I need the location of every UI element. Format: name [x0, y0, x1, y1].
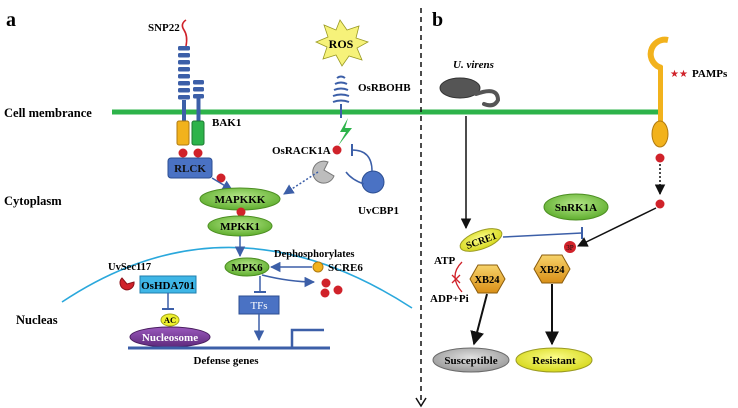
label-cytoplasm: Cytoplasm — [4, 194, 62, 208]
label-mpk6: MPK6 — [231, 262, 263, 274]
bak1-kinase-domain — [191, 120, 205, 146]
ros-signal-bolt-icon — [338, 118, 352, 146]
label-uvcbp1: UvCBP1 — [358, 205, 399, 217]
phospho-icon — [193, 148, 203, 158]
osrbohb-channel-icon — [332, 75, 350, 118]
pamps-receptor-kinase — [651, 120, 669, 148]
label-uvsec117: UvSec117 — [108, 262, 151, 273]
mpk6-ellipse — [224, 257, 270, 277]
phospho-icon — [332, 145, 342, 155]
label-susceptible: Susceptible — [444, 355, 497, 367]
label-snrk1a: SnRK1A — [555, 202, 597, 214]
susceptible-ellipse — [432, 347, 510, 373]
label-adp-pi: ADP+Pi — [430, 293, 469, 305]
label-dephosphorylates: Dephosphorylates — [274, 249, 355, 260]
scre1-ellipse — [459, 228, 503, 252]
blocked-x-icon — [451, 274, 461, 284]
snp22-receptor-ectodomain — [178, 46, 190, 122]
atp-hydrolysis-arc — [454, 261, 463, 293]
uvcbp1-shape — [361, 170, 385, 194]
pamps-receptor-stalk — [658, 66, 663, 124]
snrk1a-ellipse — [543, 193, 609, 221]
arrow-osrack1a-mapkkk — [283, 171, 319, 195]
label-atp: ATP — [434, 255, 455, 267]
snp22-kinase-domain — [176, 120, 190, 146]
phospho-icon — [655, 199, 665, 209]
pamps-receptor-ectodomain — [647, 36, 669, 71]
uvcbp1-inhibition-line — [345, 171, 365, 185]
ac-ellipse — [160, 313, 180, 327]
rlck-box — [167, 157, 213, 179]
label-ac: AC — [164, 315, 176, 325]
label-resistant: Resistant — [532, 355, 576, 367]
arrow-pamps-xb24 — [577, 207, 657, 247]
arrow-xb24-susceptible — [470, 293, 488, 346]
panel-label-a: a — [6, 9, 16, 31]
scre6-dot — [312, 261, 324, 273]
phospho-icon — [321, 278, 331, 288]
label-xb24-right: XB24 — [539, 265, 565, 276]
pamps-star-icon: ★★ — [670, 69, 688, 80]
phospho-3p-icon — [564, 241, 576, 253]
phospho-icon — [320, 288, 330, 298]
label-pamps: PAMPs — [692, 68, 728, 80]
inhibit-scre1-xb24 — [502, 232, 583, 238]
label-bak1: BAK1 — [212, 117, 241, 129]
xb24-left-hexagon — [469, 264, 506, 294]
label-snp22: SNP22 — [148, 22, 180, 34]
uvcbp1-inhibition-line — [351, 149, 373, 172]
label-mapkkk: MAPKKK — [215, 194, 266, 206]
ros-burst-icon — [314, 19, 369, 67]
panel-label-b: b — [432, 9, 443, 31]
label-defense-genes: Defense genes — [193, 355, 259, 367]
label-osrbohb: OsRBOHB — [358, 82, 411, 94]
label-osrack1a: OsRACK1A — [272, 145, 331, 157]
uvsec117-shape — [119, 277, 135, 291]
phospho-icon — [178, 148, 188, 158]
label-nucleas: Nucleas — [16, 313, 58, 327]
label-u-virens: U. virens — [453, 59, 494, 71]
promoter-arrow-icon — [290, 328, 324, 348]
label-tfs: TFs — [250, 300, 267, 312]
u-virens-hypha — [474, 89, 501, 108]
label-mpkk1: MPKK1 — [220, 221, 260, 233]
nucleus-envelope — [61, 246, 413, 309]
phospho-icon — [655, 153, 665, 163]
label-nucleosome: Nucleosome — [142, 332, 198, 344]
u-virens-spore — [439, 77, 481, 99]
phospho-icon — [236, 207, 246, 217]
arrow-mpk6-phospho — [261, 274, 316, 288]
label-ros: ROS — [329, 37, 354, 51]
xb24-right-hexagon — [533, 254, 571, 284]
snp22-ligand-icon — [181, 19, 188, 47]
label-oshda701: OsHDA701 — [141, 280, 195, 292]
label-phospho-3p: 3P — [566, 244, 574, 252]
label-rlck: RLCK — [174, 163, 206, 175]
label-cell-membrance: Cell membrance — [4, 106, 92, 120]
phospho-icon — [216, 173, 226, 183]
resistant-ellipse — [515, 347, 593, 373]
label-xb24-left: XB24 — [474, 275, 500, 286]
divider-arrow-icon — [415, 397, 427, 408]
osrack1a-shape — [312, 160, 335, 184]
phospho-icon — [333, 285, 343, 295]
label-scre6: SCRE6 — [328, 262, 363, 274]
bak1-receptor-ectodomain — [193, 80, 204, 122]
